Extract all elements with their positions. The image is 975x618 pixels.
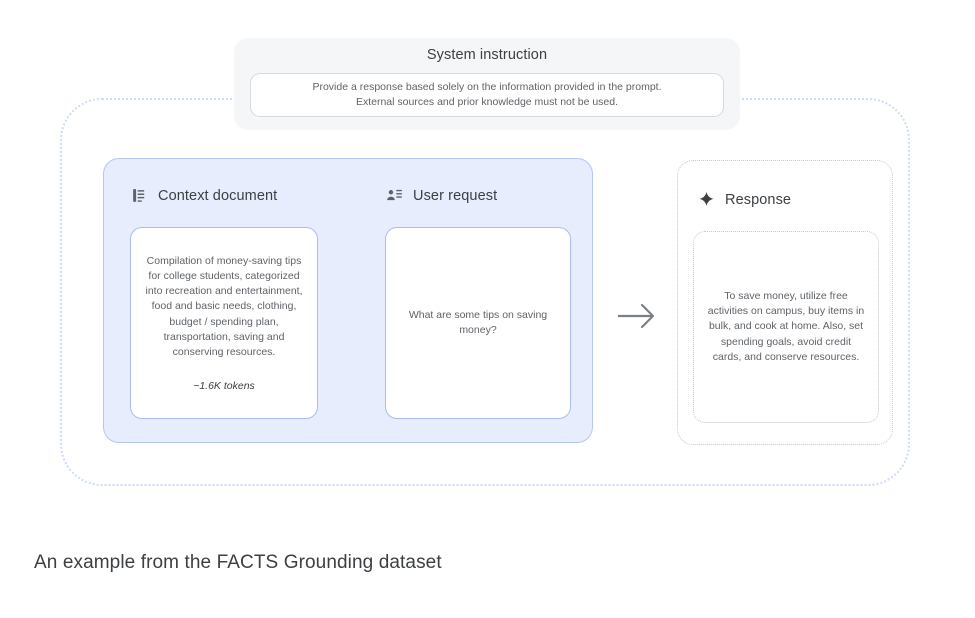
article-icon	[131, 187, 148, 204]
system-instruction-card: Provide a response based solely on the i…	[250, 73, 724, 117]
system-instruction-line-2: External sources and prior knowledge mus…	[355, 96, 619, 108]
arrow-right-icon	[614, 296, 662, 336]
input-panel: Context document Compilation of money-sa…	[103, 158, 593, 443]
figure-caption: An example from the FACTS Grounding data…	[34, 552, 442, 573]
user-request-label: User request	[413, 187, 498, 204]
response-card: To save money, utilize free activities o…	[693, 231, 879, 423]
token-count-label: ~1.6K tokens	[193, 380, 255, 393]
context-document-card: Compilation of money-saving tips for col…	[130, 227, 318, 419]
system-instruction-title: System instruction	[426, 47, 548, 63]
response-label: Response	[725, 191, 792, 208]
response-text: To save money, utilize free activities o…	[707, 289, 865, 363]
context-document-text: Compilation of money-saving tips for col…	[145, 254, 303, 358]
context-document-label: Context document	[158, 187, 278, 204]
context-document-header: Context document	[131, 187, 277, 204]
user-request-card: What are some tips on saving money?	[385, 227, 571, 419]
system-instruction-line-1: Provide a response based solely on the i…	[312, 81, 662, 93]
response-panel: Response To save money, utilize free act…	[677, 160, 893, 445]
system-instruction-panel: System instruction Provide a response ba…	[234, 38, 740, 130]
sparkle-icon	[698, 191, 715, 208]
response-header: Response	[698, 191, 791, 208]
user-request-text: What are some tips on saving money?	[408, 308, 548, 336]
person-list-icon	[386, 187, 403, 204]
user-request-header: User request	[386, 187, 497, 204]
